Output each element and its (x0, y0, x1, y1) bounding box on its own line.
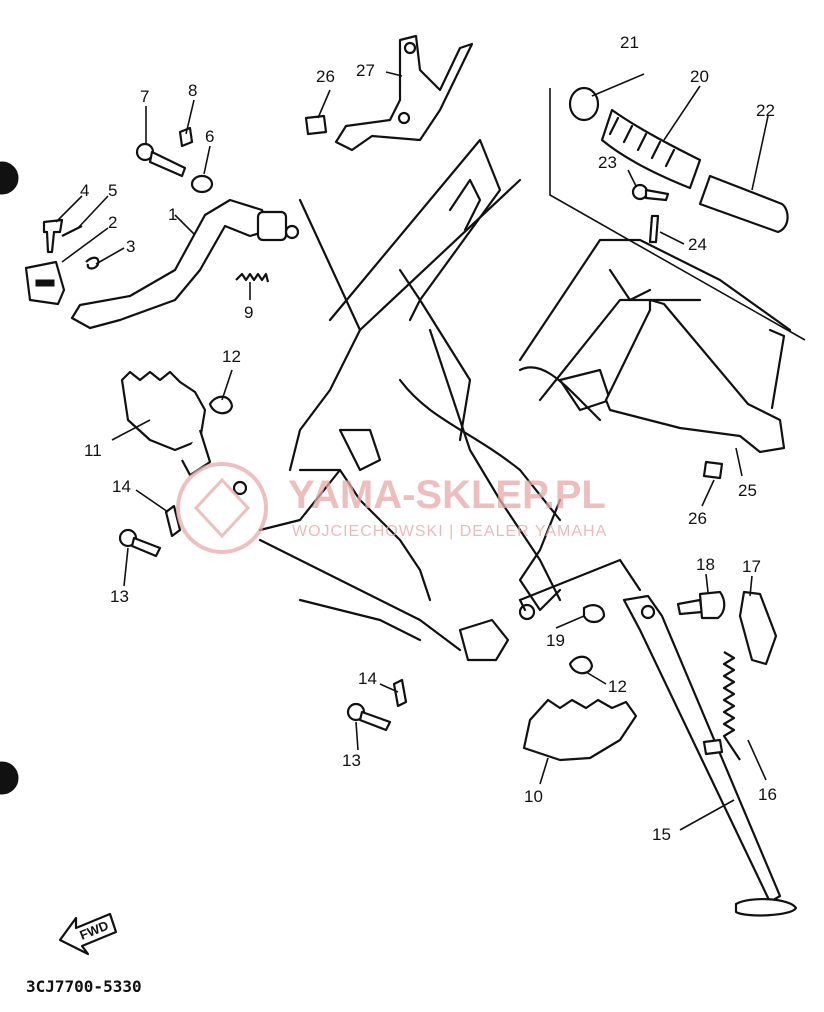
callout-9: 9 (244, 303, 253, 322)
fwd-arrow-icon: FWD (58, 912, 118, 956)
callout-15: 15 (652, 825, 671, 844)
watermark-logo (176, 462, 268, 554)
bolt-upper (304, 114, 328, 136)
callout-14-upper: 14 (112, 477, 131, 496)
screw (42, 218, 64, 254)
callout-2: 2 (108, 213, 117, 232)
clevis-pin-upper (118, 528, 162, 558)
clip-23 (631, 183, 670, 202)
callout-7: 7 (140, 87, 149, 106)
sidestand (622, 594, 798, 917)
callout-17: 17 (742, 557, 761, 576)
brake-pedal (70, 198, 300, 330)
washer (190, 174, 214, 194)
callout-23: 23 (598, 153, 617, 172)
callout-10: 10 (524, 787, 543, 806)
callout-25: 25 (738, 481, 757, 500)
callout-26-upper: 26 (316, 67, 335, 86)
cotter-pin-lower (392, 678, 408, 708)
watermark-brand: YAMA-SKLEP.PL (288, 473, 606, 517)
callout-8: 8 (188, 81, 197, 100)
callout-14-lower: 14 (358, 669, 377, 688)
callout-labels: 1 2 3 4 5 6 7 8 9 10 11 12 12 13 13 14 1… (80, 33, 777, 844)
watermark-dealer: WOJCIECHOWSKI | DEALER YAMAHA (292, 523, 607, 540)
bolt-lower (702, 460, 724, 480)
footrest-right (458, 618, 638, 762)
callout-13-upper: 13 (110, 587, 129, 606)
washer-21 (568, 86, 600, 122)
callout-6: 6 (205, 127, 214, 146)
callout-5: 5 (108, 181, 117, 200)
bolt (135, 142, 187, 178)
cotter-pin-upper (164, 504, 182, 538)
callout-3: 3 (126, 237, 135, 256)
return-spring (235, 272, 270, 283)
callout-16: 16 (758, 785, 777, 804)
grip-rubber (600, 108, 702, 190)
callout-24: 24 (688, 235, 707, 254)
callout-27: 27 (356, 61, 375, 80)
footrest-left (120, 370, 212, 477)
footrest-spring (208, 395, 234, 415)
pedal-tip (24, 260, 66, 306)
collar (582, 604, 606, 624)
sidestand-spring (722, 651, 741, 761)
frame-outline (258, 138, 792, 652)
peg-shaft (698, 174, 789, 234)
callout-22: 22 (756, 101, 775, 120)
binder-hole-bottom (0, 761, 19, 795)
rear-peg-mount (334, 34, 474, 152)
diagram-code: 3CJ7700-5330 (26, 977, 142, 996)
callout-26-lower: 26 (688, 509, 707, 528)
spring-bracket (738, 590, 778, 666)
callout-1: 1 (168, 205, 177, 224)
rear-peg-arm (604, 298, 786, 454)
callout-18: 18 (696, 555, 715, 574)
watermark-logo-mark (193, 477, 251, 539)
spring-small (85, 256, 100, 270)
clevis-pin-lower (346, 702, 392, 732)
callout-12-lower: 12 (608, 677, 627, 696)
pin-24 (648, 214, 660, 244)
callout-20: 20 (690, 67, 709, 86)
leader-lines (55, 71, 769, 831)
callout-13-lower: 13 (342, 751, 361, 770)
callout-21: 21 (620, 33, 639, 52)
pivot-hole (232, 480, 248, 496)
binder-hole-top (0, 161, 19, 195)
callout-19: 19 (546, 631, 565, 650)
callout-12-upper: 12 (222, 347, 241, 366)
pivot-bolt (676, 590, 726, 620)
watermark: YAMA-SKLEP.PL WOJCIECHOWSKI | DEALER YAM… (176, 462, 607, 554)
callout-4: 4 (80, 181, 89, 200)
callout-11: 11 (84, 441, 102, 460)
footrest-spring-lower (568, 655, 594, 675)
grip-group-bracket (549, 88, 806, 341)
